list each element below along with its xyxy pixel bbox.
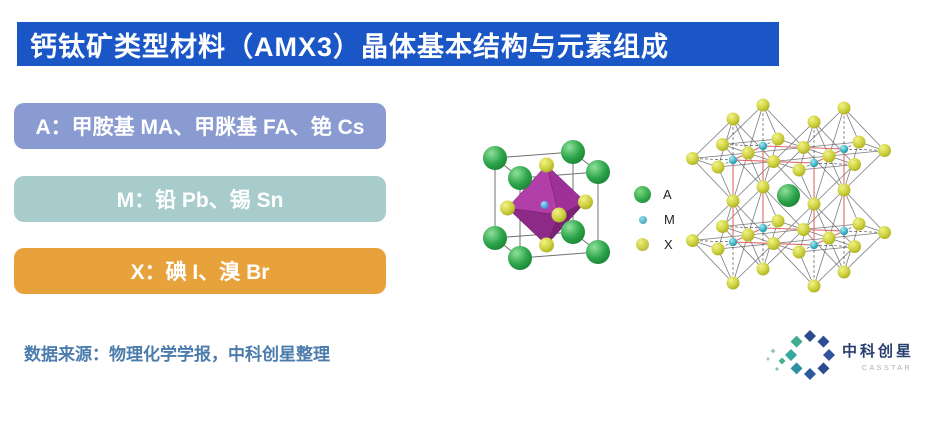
lattice-figure (686, 98, 891, 293)
unit-cell-figure (483, 140, 610, 270)
source-note: 数据来源：物理化学学报，中科创星整理 (24, 345, 330, 364)
legend-m-label: M (664, 212, 675, 227)
legend-item-a: A (630, 182, 690, 207)
legend: A M X (630, 182, 690, 257)
page-title: 钙钛矿类型材料（AMX3）晶体基本结构与元素组成 (30, 31, 670, 62)
legend-x-label: X (664, 237, 673, 252)
element-box-m-label: M：铅 Pb、锡 Sn (116, 189, 284, 212)
logo-subtitle: CASSTAR (861, 363, 913, 372)
legend-item-m: M (630, 207, 690, 232)
element-box-x: X：碘 I、溴 Br (14, 248, 386, 294)
element-box-a: A：甲胺基 MA、甲脒基 FA、铯 Cs (14, 103, 386, 149)
element-box-m: M：铅 Pb、锡 Sn (14, 176, 386, 222)
legend-a-label: A (663, 187, 672, 202)
logo: 中科创星 CASSTAR (762, 328, 922, 384)
casstar-logo-icon (765, 330, 835, 380)
logo-text: 中科创星 CASSTAR (842, 340, 914, 372)
logo-name: 中科创星 (842, 343, 915, 360)
m-sphere-icon (639, 215, 647, 224)
legend-item-x: X (630, 232, 690, 257)
x-sphere-icon (636, 238, 649, 251)
title-bar: 钙钛矿类型材料（AMX3）晶体基本结构与元素组成 (17, 22, 779, 66)
element-box-x-label: X：碘 I、溴 Br (130, 261, 270, 284)
a-sphere-icon (634, 186, 651, 203)
element-box-a-label: A：甲胺基 MA、甲脒基 FA、铯 Cs (35, 116, 365, 139)
